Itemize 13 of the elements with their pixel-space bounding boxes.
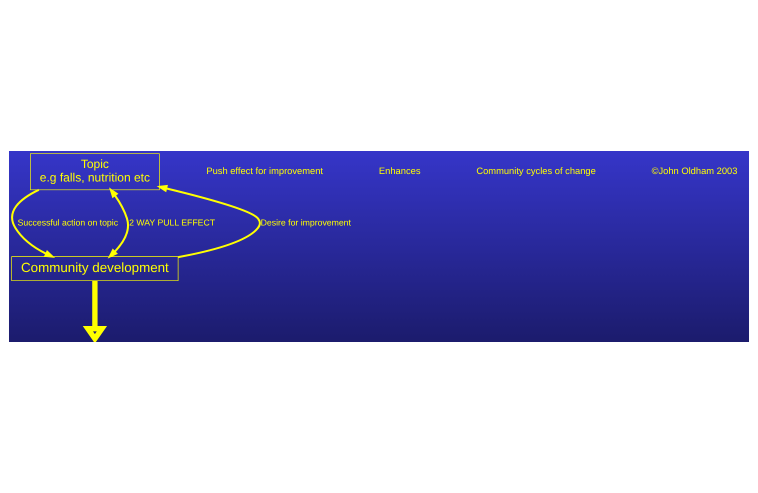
node-box: Community development [11, 256, 178, 282]
arrow [156, 184, 261, 258]
edge-label: Desire for improvement [260, 217, 351, 228]
label: Community cycles of change [476, 166, 596, 176]
arrow [82, 280, 108, 342]
edge-label: 2 WAY PULL EFFECT [129, 217, 216, 228]
edge-label: Successful action on topic [18, 217, 118, 228]
node-box: Topic e.g falls, nutrition etc [30, 153, 160, 190]
arrow [108, 187, 129, 259]
label: Enhances [378, 166, 421, 176]
arrow [11, 188, 56, 258]
label: Push effect for improvement [206, 166, 324, 176]
label: ©John Oldham 2003 [652, 166, 738, 176]
